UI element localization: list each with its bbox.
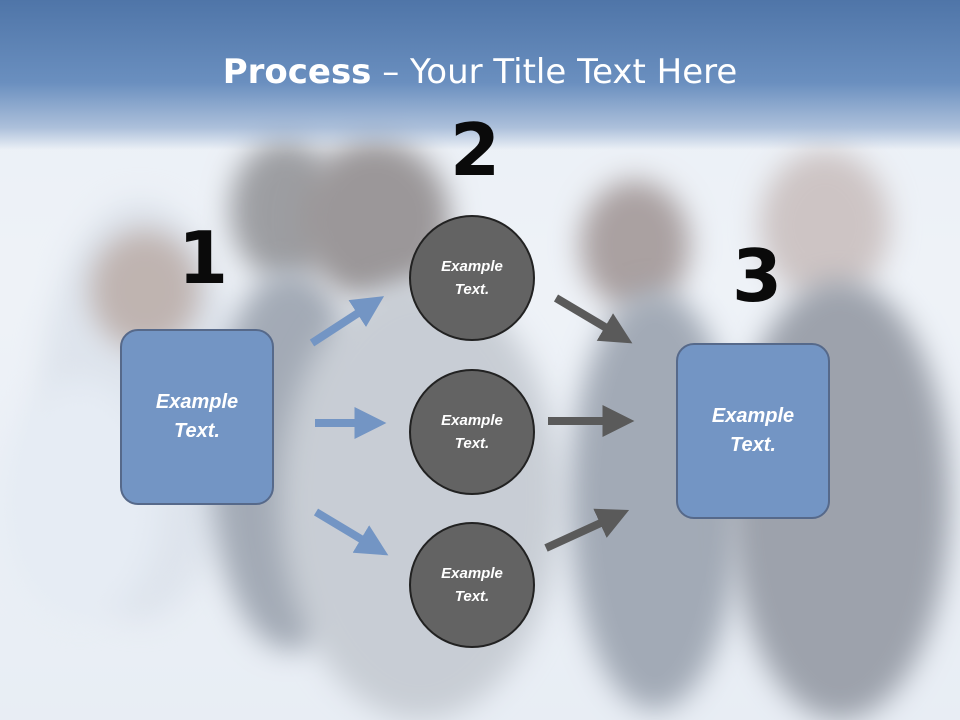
step-1-text: Example Text. <box>155 391 239 442</box>
step-number-3: 3 <box>732 234 783 318</box>
step-number-2: 2 <box>450 108 501 192</box>
circle-top-text: Example Text. <box>441 258 503 298</box>
arrow-circle-3-to-box <box>544 508 630 552</box>
step-2-circle-bottom: Example Text. <box>409 522 535 648</box>
slide-title: Process – Your Title Text Here <box>0 52 960 92</box>
step-1-box: Example Text. <box>120 329 274 505</box>
title-bold: Process <box>222 52 372 92</box>
arrow-box-to-circle-3 <box>313 508 389 556</box>
step-3-text: Example Text. <box>711 405 795 456</box>
arrow-box-to-circle-1 <box>309 296 385 347</box>
title-rest: – Your Title Text Here <box>371 52 738 92</box>
circle-bottom-text: Example Text. <box>441 565 503 605</box>
step-number-1: 1 <box>178 216 229 300</box>
step-2-circle-top: Example Text. <box>409 215 535 341</box>
circle-middle-text: Example Text. <box>441 412 503 452</box>
step-2-circle-middle: Example Text. <box>409 369 535 495</box>
step-3-box: Example Text. <box>676 343 830 519</box>
arrow-circle-1-to-box <box>553 294 633 344</box>
title-band <box>0 0 960 150</box>
